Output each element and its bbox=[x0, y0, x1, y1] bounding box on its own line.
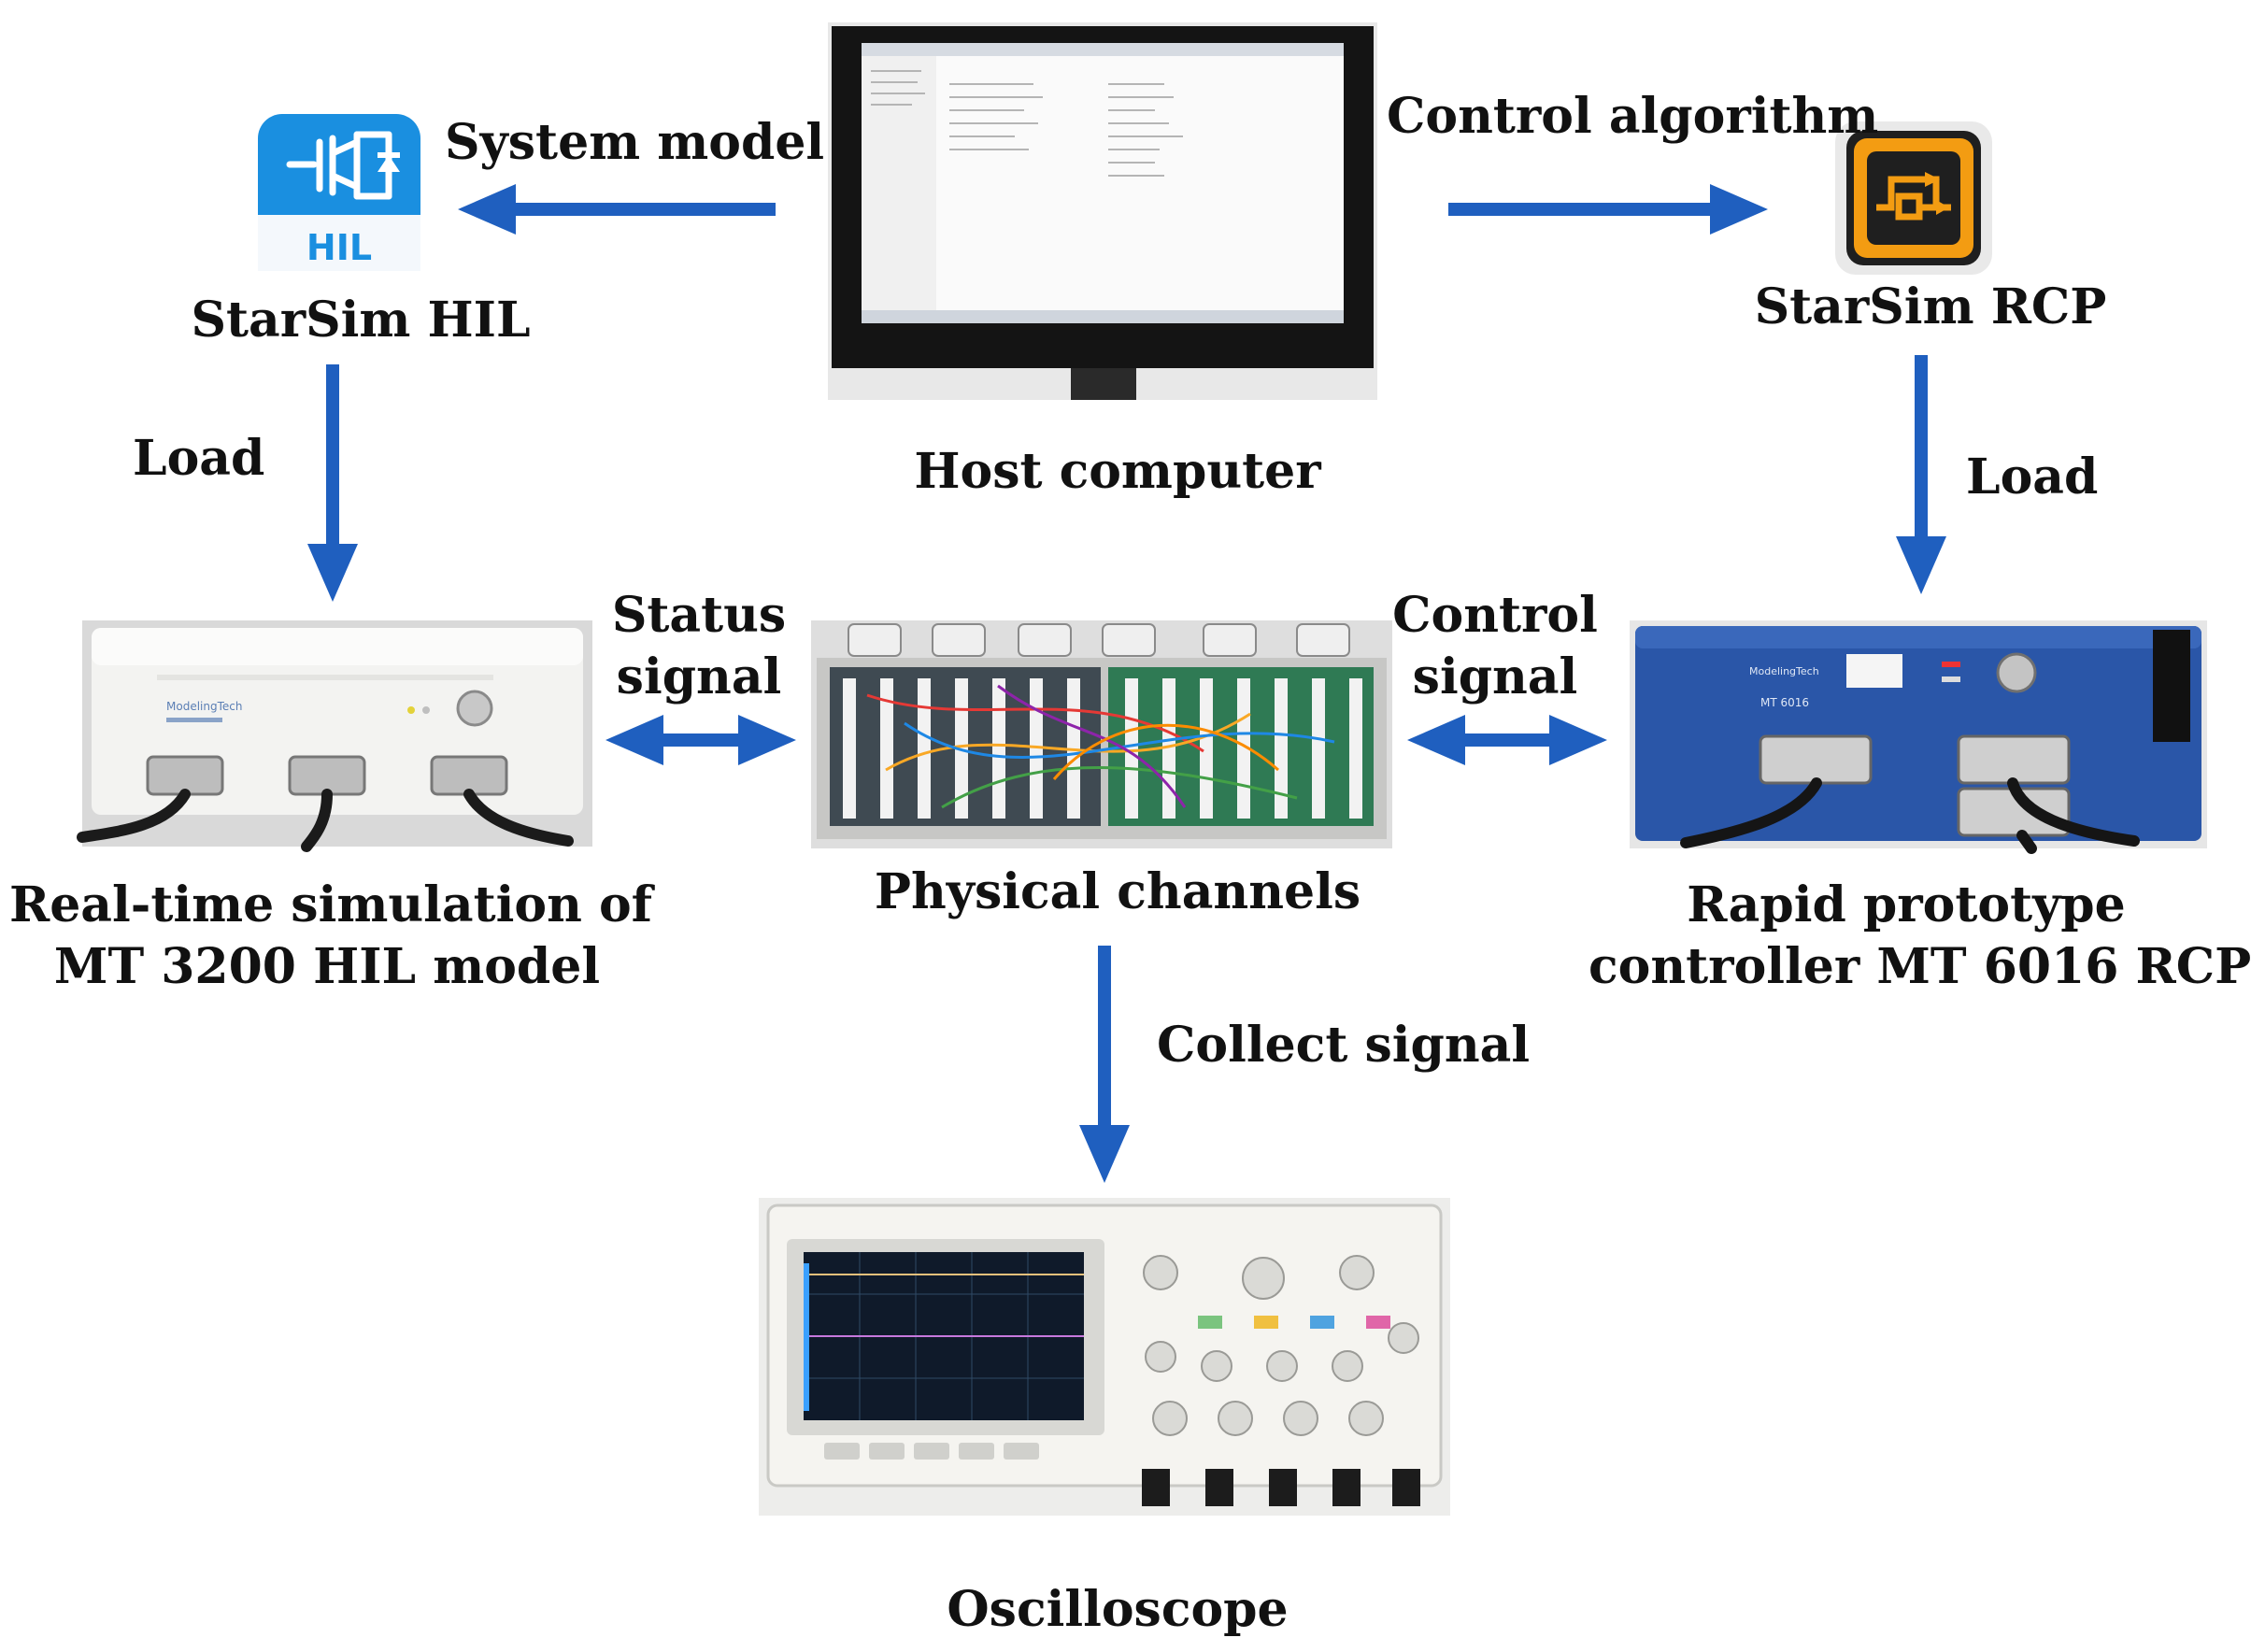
hil-simulator-image: ModelingTech bbox=[77, 620, 592, 852]
hil-model-label: Real-time simulation of MT 3200 HIL mode… bbox=[9, 875, 653, 998]
oscilloscope-label: Oscilloscope bbox=[947, 1581, 1289, 1638]
system-model-label: System model bbox=[445, 114, 825, 171]
load-left-arrow bbox=[307, 364, 358, 602]
status-signal-line-2: signal bbox=[616, 648, 782, 705]
control-signal-arrow bbox=[1407, 715, 1607, 765]
load-right-label: Load bbox=[1966, 449, 2099, 506]
control-signal-label: Control signal bbox=[1392, 585, 1598, 708]
control-algorithm-arrow bbox=[1448, 184, 1768, 235]
starsim-hil-logo: HIL bbox=[252, 110, 426, 275]
hil-logo-text: HIL bbox=[306, 227, 372, 268]
hil-model-line-1: Real-time simulation of bbox=[9, 876, 653, 933]
rcp-controller-line-1: Rapid prototype bbox=[1687, 876, 2126, 933]
starsim-rcp-label: StarSim RCP bbox=[1754, 278, 2107, 335]
status-signal-arrow bbox=[605, 715, 796, 765]
rcp-controller-image: ModelingTech MT 6016 bbox=[1630, 620, 2207, 854]
physical-channels-image bbox=[811, 620, 1392, 848]
svg-text:ModelingTech: ModelingTech bbox=[1749, 665, 1819, 677]
svg-text:ModelingTech: ModelingTech bbox=[166, 700, 242, 713]
load-right-arrow bbox=[1896, 355, 1946, 594]
rcp-controller-line-2: controller MT 6016 RCP bbox=[1589, 938, 2251, 995]
hil-model-line-2: MT 3200 HIL model bbox=[53, 938, 601, 995]
status-signal-line-1: Status bbox=[611, 587, 787, 644]
host-computer-label: Host computer bbox=[914, 443, 1321, 500]
svg-text:MT 6016: MT 6016 bbox=[1760, 696, 1809, 709]
oscilloscope-image bbox=[759, 1198, 1450, 1516]
collect-signal-arrow bbox=[1079, 946, 1130, 1183]
physical-channels-label: Physical channels bbox=[874, 863, 1361, 920]
control-algorithm-label: Control algorithm bbox=[1387, 88, 1879, 145]
collect-signal-label: Collect signal bbox=[1157, 1017, 1531, 1074]
control-signal-line-2: signal bbox=[1412, 648, 1578, 705]
rcp-controller-label: Rapid prototype controller MT 6016 RCP bbox=[1589, 875, 2251, 998]
host-computer-image bbox=[828, 22, 1377, 400]
control-signal-line-1: Control bbox=[1392, 587, 1598, 644]
system-model-arrow bbox=[458, 184, 776, 235]
load-left-label: Load bbox=[133, 430, 265, 487]
starsim-hil-label: StarSim HIL bbox=[191, 292, 531, 349]
starsim-rcp-logo bbox=[1831, 118, 1996, 278]
status-signal-label: Status signal bbox=[605, 585, 792, 708]
